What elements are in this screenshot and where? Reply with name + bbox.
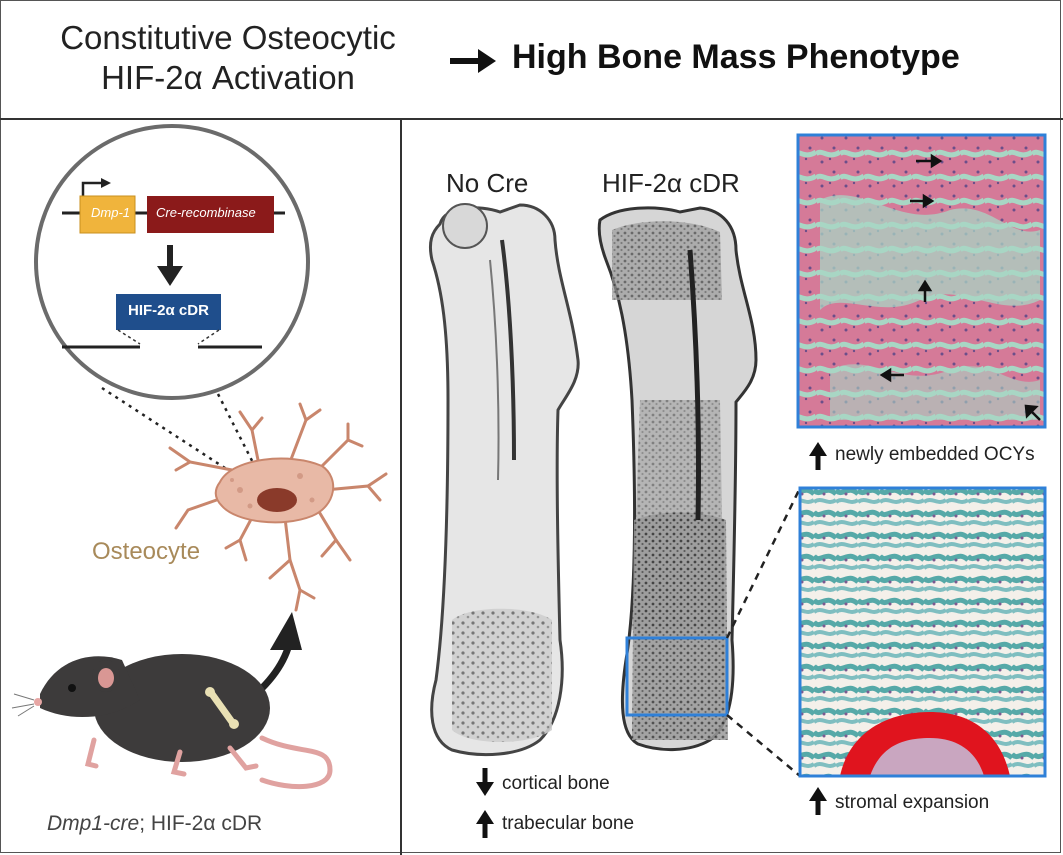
- mouse-tail: [259, 735, 333, 790]
- roi-zoom-line-top: [725, 487, 802, 639]
- trabecular-up-arrow-icon: [476, 810, 494, 838]
- mouse-genotype-label: Dmp1-cre; HIF-2α cDR: [47, 812, 262, 836]
- promoter-arrow-icon: [81, 181, 103, 196]
- osteocyte-nucleus: [257, 488, 297, 512]
- hif2a-cdr-label: HIF-2α cDR: [128, 302, 209, 319]
- header-left-line1: Constitutive Osteocytic: [60, 19, 396, 56]
- bone-hif2a-cdr: [597, 206, 758, 752]
- header-band: Constitutive Osteocytic HIF-2α Activatio…: [0, 0, 1063, 120]
- stromal-caption: stromal expansion: [835, 792, 990, 813]
- bone-label-hif2a-cdr: HIF-2α cDR: [602, 168, 740, 198]
- dmp1-label: Dmp-1: [91, 205, 131, 220]
- histology-top-panel: [796, 133, 1047, 429]
- header-arrow-icon: [450, 49, 496, 73]
- mouse-femur: [208, 690, 236, 726]
- left-panel-graphic: [11, 124, 388, 790]
- bone-label-no-cre: No Cre: [446, 168, 529, 198]
- cortical-down-arrow-icon: [476, 768, 494, 796]
- header-right-title: High Bone Mass Phenotype: [512, 38, 960, 76]
- roi-zoom-line-bottom: [726, 714, 801, 777]
- cre-recombinase-box: [147, 196, 274, 233]
- stromal-up-arrow-icon: [809, 787, 827, 815]
- histology-bottom-panel: [798, 486, 1047, 778]
- header-left-title: Constitutive Osteocytic HIF-2α Activatio…: [18, 18, 438, 98]
- trabecular-bone-label: trabecular bone: [502, 813, 635, 834]
- cre-recombinase-label: Cre-recombinase: [156, 205, 256, 220]
- ocy-up-arrow-icon: [809, 442, 827, 470]
- zoom-line-right: [216, 393, 272, 497]
- hif2a-cdr-box: [116, 294, 221, 330]
- osteocyte-label: Osteocyte: [92, 538, 201, 565]
- header-left-line2: HIF-2α Activation: [101, 59, 355, 96]
- osteocyte-cell: [168, 402, 388, 612]
- bone-no-cre: [428, 203, 580, 757]
- cortical-bone-label: cortical bone: [502, 773, 610, 794]
- genotype-rest: ; HIF-2α cDR: [139, 812, 263, 835]
- dmp1-box: [79, 195, 136, 234]
- mouse-illustration: [11, 654, 333, 790]
- zoom-line-left: [101, 386, 269, 498]
- panel-divider: [400, 118, 402, 855]
- roi-box: [625, 636, 729, 717]
- ocy-caption: newly embedded OCYs: [835, 444, 1035, 465]
- genotype-italic: Dmp1-cre: [47, 812, 140, 835]
